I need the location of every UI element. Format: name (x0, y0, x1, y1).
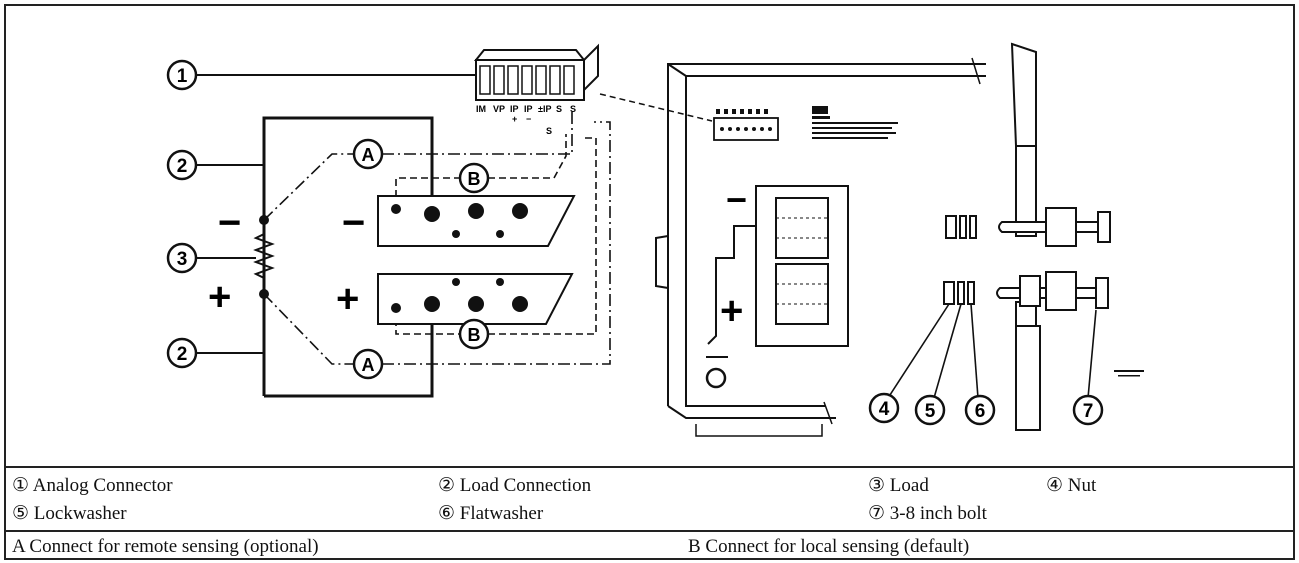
legend-bolt: ⑦ 3-8 inch bolt (868, 503, 987, 524)
panel-warning-label (812, 106, 898, 139)
pin-label: VP (493, 104, 505, 114)
svg-text:A: A (362, 145, 375, 165)
lower-bolt-assembly (943, 271, 1109, 311)
callout-6: 6 (964, 394, 996, 426)
legend-lockwasher: ⑤ Lockwasher (12, 503, 127, 524)
sense-b-bottom: B (458, 318, 490, 350)
sense-a-top: A (352, 138, 384, 170)
pin-label: ±IP (538, 104, 551, 114)
svg-text:+: + (720, 289, 743, 333)
panel-polarity: − + (720, 179, 747, 333)
legend-row: ⑤ Lockwasher ⑥ Flatwasher ⑦ 3-8 inch bol… (6, 500, 1293, 526)
pin-label: S (556, 104, 562, 114)
sense-b-top: B (458, 162, 490, 194)
svg-text:3: 3 (177, 249, 188, 270)
pin-sublabel: + (512, 114, 517, 124)
callout-2-bottom: 2 (166, 337, 198, 369)
legend-load-connection: ② Load Connection (438, 475, 592, 496)
callout-7: 7 (1072, 394, 1104, 426)
pin-label: S (570, 104, 576, 114)
svg-text:1: 1 (177, 66, 188, 87)
legend-remote-sensing: A Connect for remote sensing (optional) (12, 536, 319, 557)
panel-terminal-housing (707, 185, 849, 347)
terminal-plus-sign: + (336, 277, 359, 321)
pin-label: IP (524, 104, 533, 114)
legend-analog-connector: ① Analog Connector (12, 475, 173, 496)
svg-text:7: 7 (1083, 401, 1094, 422)
load-wiring (196, 116, 434, 398)
sense-a-bottom: A (352, 348, 384, 380)
svg-text:2: 2 (177, 344, 188, 365)
svg-text:B: B (468, 169, 481, 189)
legend-nut: ④ Nut (1046, 475, 1097, 496)
connector-slots (479, 65, 575, 95)
polarity-signs: − + − + (208, 201, 365, 321)
callout-2-top: 2 (166, 149, 198, 181)
panel-ground-stud (705, 356, 728, 389)
figure-id-mark (1114, 370, 1144, 377)
terminal-block-plus (377, 273, 574, 325)
remote-sense-lines (263, 110, 611, 365)
pin-label: IM (476, 104, 486, 114)
upper-bolt-assembly (945, 207, 1111, 247)
legend-local-sensing: B Connect for local sensing (default) (688, 536, 970, 557)
svg-text:5: 5 (925, 401, 936, 422)
svg-text:B: B (468, 325, 481, 345)
load-plus-sign: + (208, 275, 231, 319)
leader-line (599, 93, 713, 122)
local-sense-lines (395, 134, 597, 335)
pin-label: S (546, 126, 552, 136)
bus-bars (1010, 42, 1041, 431)
terminal-minus-sign: − (342, 201, 365, 245)
callout-3: 3 (166, 242, 198, 274)
legend-row: ① Analog Connector ② Load Connection ③ L… (6, 472, 1293, 498)
legend-table: ① Analog Connector ② Load Connection ③ L… (6, 466, 1293, 558)
svg-text:−: − (726, 179, 747, 220)
terminal-block-minus (377, 195, 576, 247)
svg-text:2: 2 (177, 156, 188, 177)
rear-panel (655, 57, 986, 437)
pin-sublabel: − (526, 114, 531, 124)
callout-5: 5 (914, 394, 946, 426)
svg-text:6: 6 (975, 401, 986, 422)
callout-4: 4 (868, 392, 900, 424)
hardware-leaders (887, 303, 1097, 399)
legend-load: ③ Load (868, 475, 929, 496)
analog-connector: IM VP IP IP ±IP S S + − S (473, 43, 599, 136)
wiring-diagram: 1 IM VP IP IP ±IP S S + − (166, 42, 1144, 437)
pin-label: IP (510, 104, 519, 114)
callout-1: 1 (166, 59, 476, 91)
connector-pin-labels: IM VP IP IP ±IP S S + − S (476, 104, 576, 136)
figure-frame: 1 IM VP IP IP ±IP S S + − (4, 4, 1295, 560)
load-minus-sign: − (218, 201, 241, 245)
svg-text:4: 4 (879, 399, 890, 420)
legend-flatwasher: ⑥ Flatwasher (438, 503, 544, 524)
panel-connector (713, 109, 779, 141)
legend-row: A Connect for remote sensing (optional) … (6, 530, 1293, 560)
svg-text:A: A (362, 355, 375, 375)
